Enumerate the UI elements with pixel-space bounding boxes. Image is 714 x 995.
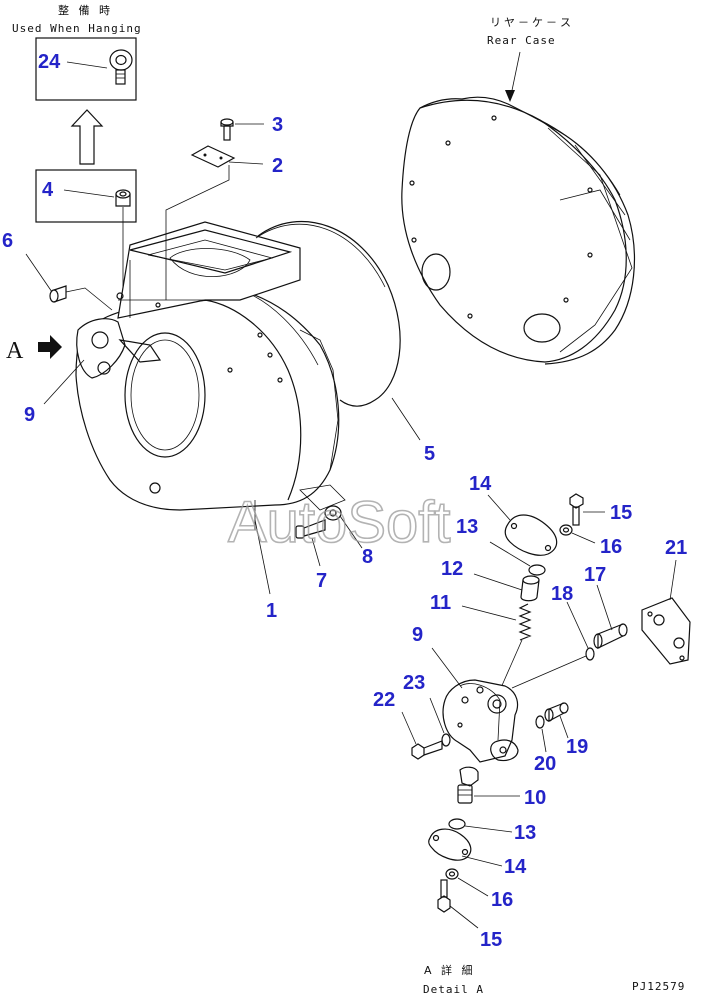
watermark: AutoSoft [228, 490, 450, 555]
part-number-6: 6 [2, 230, 13, 252]
part-number-13-top: 13 [456, 516, 478, 538]
part-number-24: 24 [38, 51, 61, 73]
part-number-1: 1 [266, 600, 277, 622]
leader-2 [228, 161, 264, 165]
view-arrow-icon [38, 335, 62, 359]
o-ring-13-bottom [448, 818, 466, 830]
bolt-15-bottom [437, 879, 451, 913]
hanging-caption-en: Used When Hanging [12, 22, 142, 35]
washer-23 [441, 733, 451, 747]
leader-5 [391, 397, 421, 441]
eye-bolt-icon [109, 49, 133, 85]
leader-6 [25, 253, 53, 293]
part-number-11: 11 [430, 592, 451, 614]
leader-6-to-housing [65, 287, 113, 311]
rear-case-caption-jp: リヤ－ケ－ス [490, 16, 574, 29]
o-ring-18 [585, 647, 595, 661]
part-number-21: 21 [665, 537, 687, 559]
part-number-13-bottom: 13 [514, 822, 536, 844]
leader-2-down [165, 165, 230, 300]
o-ring-20 [535, 715, 545, 729]
bolt-22 [411, 740, 443, 760]
part-number-15-top: 15 [610, 502, 632, 524]
detail-caption-en: Detail A [423, 983, 484, 995]
part-number-23: 23 [403, 672, 425, 694]
plug-19 [544, 702, 569, 722]
part-number-14-bottom: 14 [504, 856, 527, 878]
part-number-9-detail: 9 [412, 624, 423, 646]
o-ring-13-top [528, 564, 546, 576]
seal-ring-5 [257, 221, 401, 407]
washer-8 [324, 505, 342, 521]
gasket-21 [641, 597, 691, 665]
part-number-19: 19 [566, 736, 588, 758]
flywheel-housing [75, 221, 346, 530]
part-number-20: 20 [534, 753, 556, 775]
hanging-inset-box [35, 37, 137, 101]
part-number-18: 18 [551, 583, 573, 605]
part-number-16-bottom: 16 [491, 889, 513, 911]
rear-case [401, 51, 636, 365]
bolt-15-top [569, 493, 584, 526]
valve-body-9 [442, 679, 519, 763]
leader-8 [339, 515, 363, 549]
part-number-9-main: 9 [24, 404, 35, 426]
part-number-15-bottom: 15 [480, 929, 502, 951]
part-number-2: 2 [272, 155, 283, 177]
leader-4 [63, 189, 115, 198]
piston-12 [520, 575, 540, 602]
up-arrow-icon [70, 109, 104, 165]
part-number-16-top: 16 [600, 536, 622, 558]
leader-1 [254, 519, 271, 595]
cover-14-bottom [428, 828, 472, 861]
leader-24 [66, 61, 108, 69]
part-number-10: 10 [524, 787, 546, 809]
bolt-3 [220, 118, 234, 141]
rear-case-caption-en: Rear Case [487, 34, 556, 47]
part-number-22: 22 [373, 689, 395, 711]
detail-caption-jp: A 詳 細 [424, 963, 476, 977]
plug-6 [49, 285, 67, 303]
part-number-5: 5 [424, 443, 435, 465]
part-number-14-top: 14 [469, 473, 492, 495]
spring-11 [518, 603, 532, 641]
plug-inset-box [35, 169, 137, 223]
part-number-17: 17 [584, 564, 606, 586]
part-number-12: 12 [441, 558, 463, 580]
plug-icon [115, 189, 131, 207]
view-marker-a: A [6, 338, 24, 364]
hanging-caption-jp: 整 備 時 [58, 3, 113, 17]
washer-16-top [559, 524, 573, 536]
leader-9-main [43, 359, 85, 405]
part-number-3: 3 [272, 114, 283, 136]
leader-7 [311, 537, 321, 567]
sleeve-17 [593, 623, 628, 649]
bolt-7 [295, 519, 326, 539]
drawing-code: PJ12579 [632, 980, 685, 993]
part-number-8: 8 [362, 546, 373, 568]
cover-14-top [504, 514, 558, 556]
plug-10 [457, 766, 479, 804]
cover-plate-2 [190, 145, 236, 168]
part-number-4: 4 [42, 179, 54, 201]
washer-16-bottom [445, 868, 459, 880]
part-number-7: 7 [316, 570, 327, 592]
